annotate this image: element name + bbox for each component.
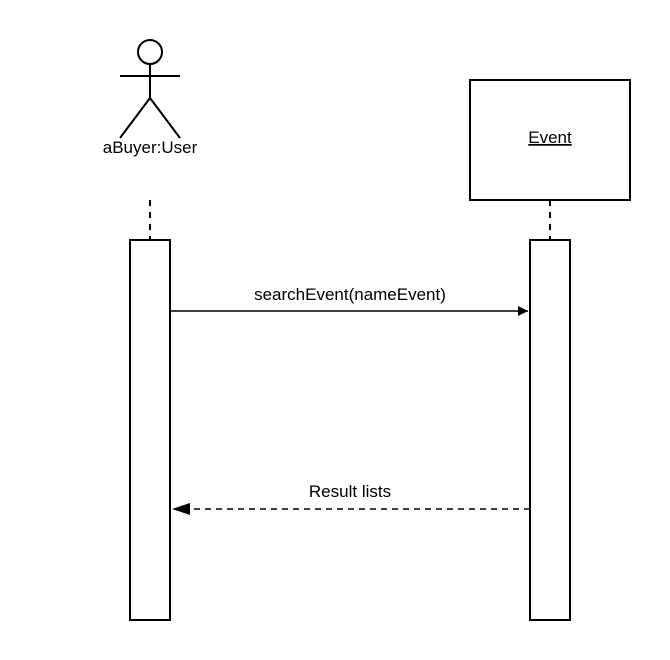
actor-head <box>137 39 163 65</box>
message-label: Result lists <box>309 482 391 501</box>
actor-right-leg <box>149 97 181 139</box>
message-result-lists[interactable]: Result lists <box>172 482 530 515</box>
return-arrowhead <box>172 503 190 515</box>
message-search-event[interactable]: searchEvent(nameEvent) <box>170 285 528 316</box>
object-label: Event <box>528 128 572 147</box>
actor-label: aBuyer:User <box>103 138 198 157</box>
actor-left-leg <box>119 97 151 139</box>
message-label: searchEvent(nameEvent) <box>254 285 446 304</box>
object-event[interactable]: Event <box>469 79 631 201</box>
actor-buyer[interactable]: aBuyer:User <box>103 39 198 157</box>
activation-bar-event[interactable] <box>529 239 571 621</box>
activation-bar-buyer[interactable] <box>129 239 171 621</box>
object-box <box>469 79 631 201</box>
